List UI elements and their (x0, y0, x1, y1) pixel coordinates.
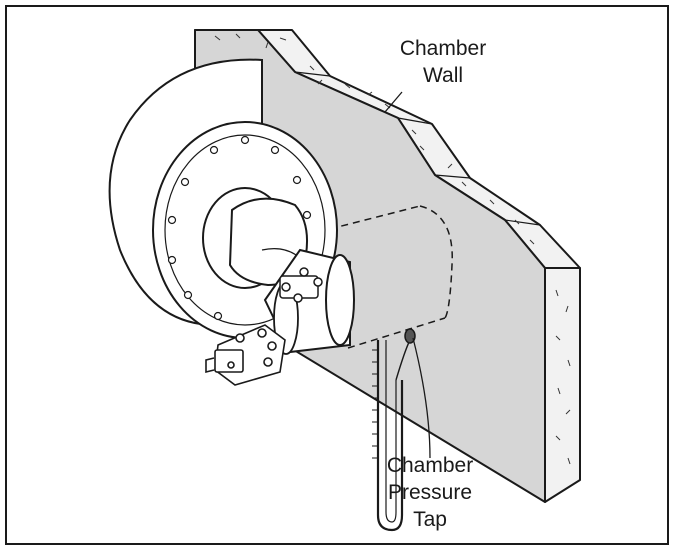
chamber-wall-label-line2: Wall (423, 64, 463, 87)
burner-assembly (108, 58, 355, 386)
gas-valve (205, 324, 286, 386)
chamber-wall-label: Chamber Wall (400, 37, 486, 87)
top-fittings (279, 267, 323, 303)
pressure-tap-label: Chamber Pressure Tap (387, 454, 473, 531)
pressure-tap-label-line3: Tap (413, 508, 447, 531)
chamber-wall-label-line1: Chamber (400, 37, 486, 60)
pressure-tap-label-line2: Pressure (388, 481, 472, 504)
pressure-tap-icon (404, 328, 431, 459)
mounting-flange (325, 254, 355, 346)
pressure-tap-label-line1: Chamber (387, 454, 473, 477)
wall-label-leader (384, 91, 403, 113)
wall-side-edge (544, 267, 581, 503)
wall-step-lines (258, 29, 541, 226)
wall-texture (214, 33, 571, 465)
